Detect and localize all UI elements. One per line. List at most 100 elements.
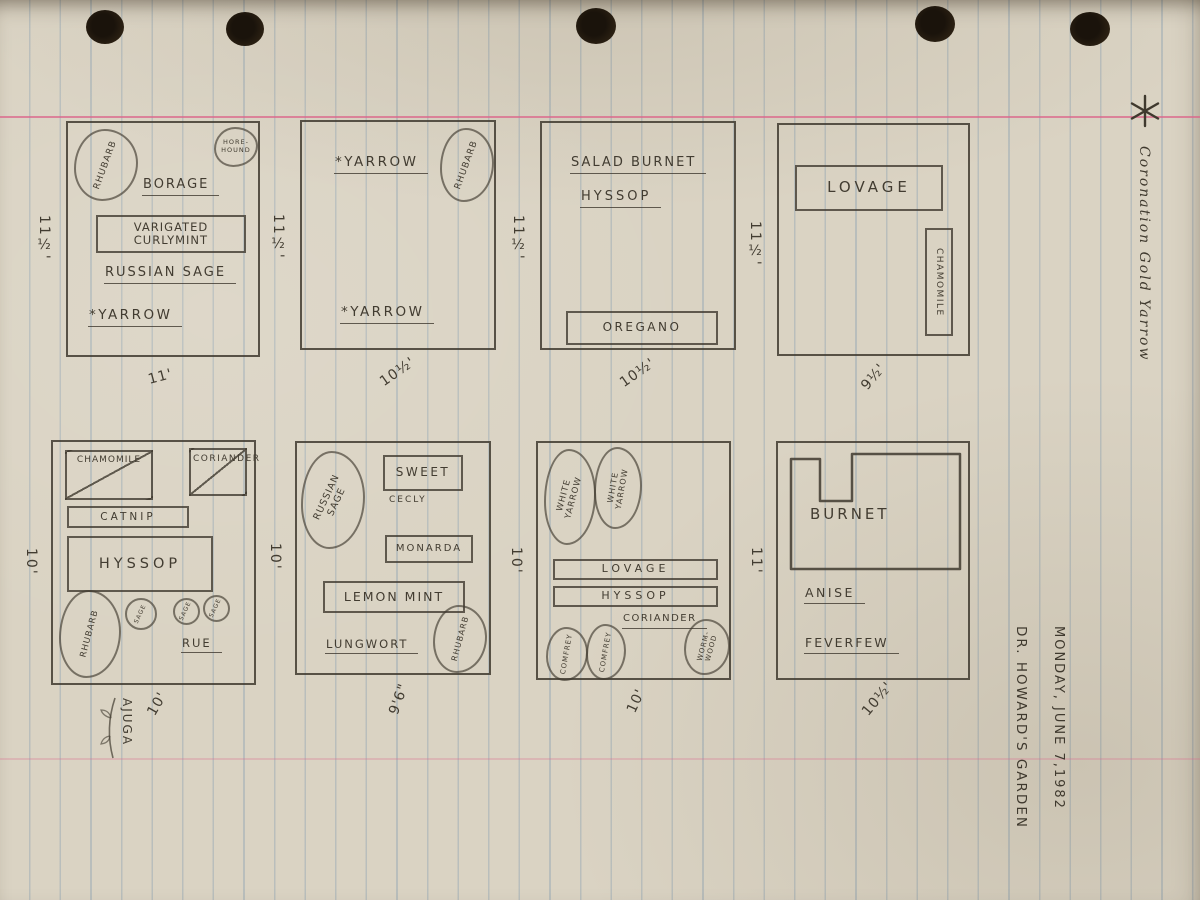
garden-bed-2: *YARROW RHUBARB *YARROW 11½' 10½' bbox=[270, 120, 496, 390]
chamomile-strip: CHAMOMILE bbox=[925, 228, 953, 336]
lemon-mint-box: LEMON MINT bbox=[323, 581, 465, 613]
garden-bed-7: WHITE YARROW WHITE YARROW LOVAGE HYSSOP … bbox=[508, 441, 731, 716]
margin-rule-line bbox=[0, 116, 1200, 118]
garden-bed-5: CHAMOMILE CORIANDER CATNIP HYSSOP RHUBAR… bbox=[23, 440, 259, 759]
punch-hole bbox=[915, 6, 955, 42]
white-yarrow-cloud: WHITE YARROW bbox=[544, 449, 596, 545]
borage-label: BORAGE bbox=[142, 177, 220, 197]
comfrey-label: COMFREY bbox=[559, 633, 575, 675]
bed7-height-dim: 10' bbox=[508, 547, 524, 575]
wormwood-cloud: WORM- WOOD bbox=[684, 619, 730, 675]
sage-circle: SAGE bbox=[173, 598, 200, 625]
lovage-box: LOVAGE bbox=[795, 165, 943, 211]
bed8-height-dim: 11' bbox=[748, 547, 764, 575]
sage-label: SAGE bbox=[208, 597, 224, 619]
curlymint-box: VARIGATED CURLYMINT bbox=[96, 215, 246, 253]
burnet-label: BURNET bbox=[810, 505, 890, 523]
lemon-mint-label: LEMON MINT bbox=[343, 588, 445, 604]
coriander-corner-box bbox=[189, 448, 247, 496]
catnip-label: CATNIP bbox=[100, 510, 156, 523]
coriander-label: CORIANDER bbox=[193, 454, 261, 464]
yarrow-top-label: *YARROW bbox=[334, 154, 429, 174]
bed2-width-dim: 10½' bbox=[376, 354, 419, 390]
white-yarrow-label: WHITE YARROW bbox=[606, 467, 631, 510]
comfrey-cloud: COMFREY bbox=[546, 627, 588, 681]
sage-label: SAGE bbox=[132, 602, 148, 625]
white-yarrow-cloud: WHITE YARROW bbox=[594, 447, 642, 529]
bed5-width-dim: 10' bbox=[144, 689, 171, 719]
hyssop-label: HYSSOP bbox=[601, 589, 670, 603]
monarda-box: MONARDA bbox=[385, 535, 473, 563]
bed7-width-dim: 10' bbox=[623, 686, 649, 716]
salad-burnet-label: SALAD BURNET bbox=[570, 155, 707, 175]
lovage-label: LOVAGE bbox=[827, 178, 911, 197]
bed4-height-dim: 11½' bbox=[747, 221, 763, 267]
garden-bed-3: SALAD BURNET HYSSOP OREGANO 11½' 10½' bbox=[510, 121, 736, 391]
punch-hole bbox=[576, 8, 616, 44]
garden-bed-1: RHUBARB HORE- HOUND BORAGE VARIGATED CUR… bbox=[36, 121, 260, 388]
sage-circle: SAGE bbox=[125, 598, 157, 630]
horehound-label: HORE- HOUND bbox=[221, 138, 251, 154]
rhubarb-cloud: RHUBARB bbox=[74, 129, 138, 201]
comfrey-cloud: COMFREY bbox=[586, 624, 626, 680]
bed1-height-dim: 11½' bbox=[36, 215, 52, 261]
catnip-bar: CATNIP bbox=[67, 506, 189, 528]
bed6-width-dim: 9'6" bbox=[386, 681, 413, 717]
margin-rule-line-faint bbox=[0, 758, 1200, 760]
lungwort-label: LUNGWORT bbox=[325, 637, 419, 655]
sage-circle: SAGE bbox=[203, 595, 230, 622]
lovage-bar: LOVAGE bbox=[553, 559, 718, 580]
anise-label: ANISE bbox=[804, 585, 865, 604]
russian-sage-label: RUSSIAN SAGE bbox=[311, 472, 349, 522]
garden-bed-4: LOVAGE CHAMOMILE 11½' 9½' bbox=[747, 123, 970, 393]
asterisk-icon bbox=[1130, 94, 1160, 128]
hyssop-label: HYSSOP bbox=[98, 555, 182, 572]
sweet-label: SWEET bbox=[395, 465, 451, 480]
punch-hole bbox=[86, 10, 124, 44]
owner-note: DR. HOWARD'S GARDEN bbox=[1013, 626, 1029, 829]
russian-sage-cloud: RUSSIAN SAGE bbox=[301, 451, 365, 549]
burnet-plot-outline bbox=[789, 452, 962, 571]
oregano-box: OREGANO bbox=[566, 311, 718, 345]
bed2-height-dim: 11½' bbox=[270, 214, 286, 260]
rhubarb-cloud: RHUBARB bbox=[433, 605, 487, 673]
bed3-width-dim: 10½' bbox=[616, 355, 659, 391]
sage-label: SAGE bbox=[178, 600, 194, 622]
yarrow-bottom-label: *YARROW bbox=[340, 304, 435, 324]
sweet-cecly-box: SWEET bbox=[383, 455, 463, 491]
garden-bed-8: BURNET ANISE FEVERFEW 11' 10½' bbox=[748, 441, 970, 719]
cecly-label: CECLY bbox=[389, 495, 427, 505]
white-yarrow-label: WHITE YARROW bbox=[555, 475, 585, 521]
russian-sage-label: RUSSIAN SAGE bbox=[104, 265, 237, 285]
yarrow-label: *YARROW bbox=[88, 307, 183, 327]
horehound-cloud: HORE- HOUND bbox=[214, 127, 258, 167]
wormwood-label: WORM- WOOD bbox=[695, 630, 719, 663]
date-note: MONDAY, JUNE 7,1982 bbox=[1051, 626, 1066, 810]
bed5-height-dim: 10' bbox=[23, 548, 39, 576]
punch-hole bbox=[226, 12, 264, 46]
rhubarb-label: RHUBARB bbox=[77, 608, 101, 659]
chamomile-label: CHAMOMILE bbox=[934, 247, 945, 317]
bed6-height-dim: 10' bbox=[267, 543, 283, 571]
hyssop-label: HYSSOP bbox=[580, 189, 662, 209]
rhubarb-label: RHUBARB bbox=[449, 615, 471, 663]
hyssop-bar: HYSSOP bbox=[553, 586, 718, 607]
oregano-label: OREGANO bbox=[602, 320, 682, 335]
bed4-width-dim: 9½' bbox=[858, 360, 890, 394]
bed3-height-dim: 11½' bbox=[510, 215, 526, 261]
comfrey-label: COMFREY bbox=[598, 631, 614, 673]
bed8-width-dim: 10½' bbox=[858, 678, 897, 720]
ajuga-label: AJUGA bbox=[120, 698, 134, 747]
garden-bed-6: RUSSIAN SAGE SWEET CECLY MONARDA LEMON M… bbox=[267, 441, 491, 717]
rhubarb-cloud: RHUBARB bbox=[59, 590, 121, 678]
coriander-label: CORIANDER bbox=[622, 613, 707, 629]
rhubarb-cloud: RHUBARB bbox=[440, 128, 494, 202]
monarda-label: MONARDA bbox=[395, 543, 463, 555]
rhubarb-label: RHUBARB bbox=[92, 139, 120, 191]
chamomile-label: CHAMOMILE bbox=[76, 455, 142, 465]
lovage-label: LOVAGE bbox=[601, 562, 670, 576]
margin-note: Coronation Gold Yarrow bbox=[1136, 146, 1152, 362]
rue-label: RUE bbox=[181, 636, 222, 654]
rhubarb-label: RHUBARB bbox=[453, 139, 481, 191]
